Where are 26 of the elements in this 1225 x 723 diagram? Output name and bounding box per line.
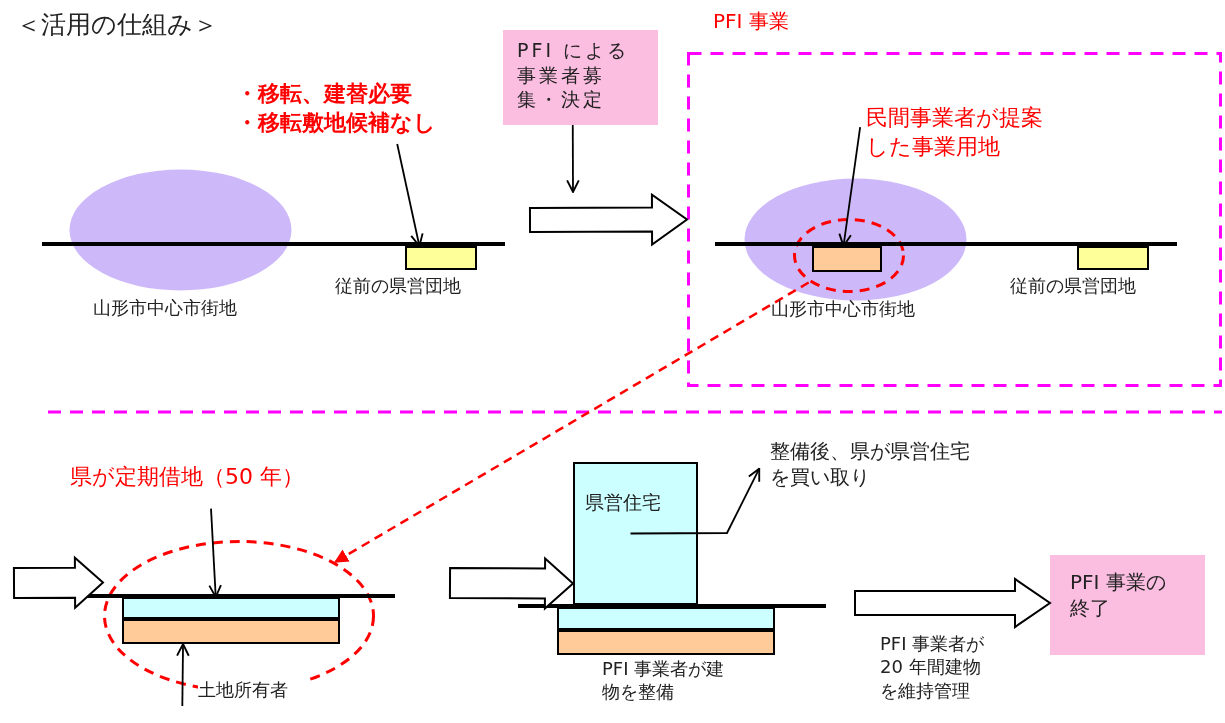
box-text: PFI 事業の終了 [1070,569,1167,621]
arrow [629,467,761,535]
note-text: ・移転、建替必要 [236,80,413,108]
box-text: PFI による事業者募集・決定 [517,38,631,113]
place-label: 従前の県営団地 [335,274,462,298]
place-label: PFI 事業者が建物を整備 [602,657,726,704]
dashed-arrow [334,281,810,564]
note-text: 民間事業者が提案した事業用地 [866,104,1061,168]
diagram-title: ＜活用の仕組み＞ [16,9,218,41]
process-box [1050,555,1205,655]
block-arrow [528,192,689,247]
note-text: 整備後、県が県営住宅を買い取り [770,438,985,502]
place-label: 従前の県営団地 [1010,274,1137,298]
block-arrow [448,556,575,611]
building-box [573,462,698,605]
note-text: 県が定期借地（50 年） [70,463,370,501]
block-arrow [12,555,105,610]
arrow [566,124,580,193]
process-box [503,30,658,125]
box-text: 県営住宅 [585,490,662,515]
place-label: 山形市中心市街地 [771,297,916,321]
block-arrow [854,577,1052,629]
note-text: ・移転敷地候補なし [236,108,437,137]
place-label: 山形市中心市街地 [93,296,238,320]
frame-title: PFI 事業 [713,8,790,34]
arrow [176,643,190,707]
